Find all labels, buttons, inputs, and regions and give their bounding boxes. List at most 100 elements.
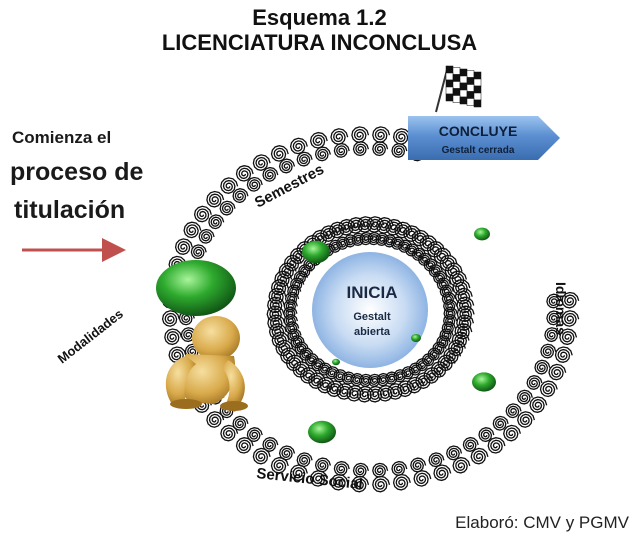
swirl-mark: [449, 270, 468, 288]
flag-cell: [466, 70, 475, 78]
green-gem-icon: [308, 420, 336, 444]
swirl-mark: [356, 216, 375, 233]
flag-cell: [452, 95, 461, 103]
swirl-mark: [411, 229, 430, 247]
swirl-mark: [534, 359, 551, 375]
swirl-mark: [372, 475, 391, 493]
swirl-mark: [293, 270, 308, 284]
swirl-mark: [433, 247, 452, 265]
swirl-mark: [246, 427, 263, 443]
flag-cell: [445, 65, 454, 74]
swirl-mark: [290, 335, 305, 349]
end-label: CONCLUYE: [439, 123, 518, 139]
swirl-mark: [428, 452, 445, 468]
swirl-mark: [274, 270, 293, 288]
swirl-mark: [548, 363, 567, 381]
swirl-mark: [546, 310, 563, 326]
swirl-mark: [505, 403, 522, 419]
swirl-mark: [419, 234, 438, 252]
swirl-mark: [492, 415, 509, 431]
flag-cell: [452, 67, 461, 75]
swirl-mark: [285, 321, 300, 335]
swirl-mark: [546, 293, 563, 309]
crouching-figure-icon: [156, 260, 248, 411]
swirl-mark: [444, 262, 463, 280]
swirl-mark: [219, 403, 236, 419]
swirl-mark: [454, 323, 473, 340]
swirl-mark: [375, 217, 394, 234]
green-gem-icon: [411, 334, 421, 342]
swirl-mark: [193, 205, 212, 223]
green-gem-icon: [302, 240, 330, 264]
green-gem-icon: [472, 372, 496, 392]
swirl-mark: [235, 437, 254, 454]
swirl-mark: [161, 310, 180, 327]
swirl-mark: [517, 411, 536, 428]
flag-cell: [473, 71, 482, 80]
swirl-mark: [262, 166, 279, 182]
swirl-mark: [478, 427, 495, 443]
swirl-mark: [314, 146, 332, 162]
swirl-mark: [283, 306, 298, 320]
swirl-mark: [174, 238, 193, 255]
flag-cell: [473, 92, 482, 101]
swirl-mark: [280, 347, 299, 364]
swirl-mark: [184, 343, 201, 359]
swirl-mark: [454, 287, 473, 305]
swirl-mark: [283, 299, 298, 313]
flag-cell: [445, 93, 454, 102]
swirl-mark: [372, 126, 391, 143]
swirl-mark: [252, 447, 271, 465]
swirl-mark: [309, 470, 328, 487]
swirl-mark: [375, 232, 390, 246]
swirl-mark: [436, 277, 451, 291]
swirl-mark: [283, 313, 299, 328]
flag-cell: [452, 81, 461, 89]
swirl-mark: [168, 346, 187, 363]
swirl-mark: [426, 240, 445, 258]
swirl-mark: [441, 321, 456, 335]
swirl-mark: [220, 177, 239, 194]
swirl-mark: [180, 327, 197, 343]
swirl-mark: [394, 221, 413, 239]
swirl-mark: [206, 190, 225, 208]
swirl-mark: [268, 323, 287, 340]
swirl-mark: [330, 128, 349, 145]
swirl-mark: [428, 264, 443, 278]
swirl-mark: [540, 343, 557, 359]
swirl-mark: [392, 473, 411, 491]
flag-cell: [473, 99, 482, 108]
swirl-mark: [198, 228, 215, 244]
swirl-mark: [391, 142, 408, 158]
swirl-mark: [333, 460, 350, 476]
swirl-mark: [446, 445, 463, 461]
swirl-mark: [275, 339, 294, 357]
swirl-mark: [164, 328, 183, 346]
swirl-mark: [383, 234, 398, 248]
swirl-mark: [405, 243, 420, 257]
center-circle: [312, 252, 428, 368]
swirl-mark: [398, 239, 413, 253]
swirl-mark: [372, 141, 389, 157]
flag-cell: [452, 88, 461, 96]
flag-cell: [473, 78, 482, 87]
swirl-mark: [232, 188, 249, 204]
swirl-mark: [351, 126, 370, 143]
swirl-mark: [328, 239, 343, 253]
swirl-mark: [330, 473, 349, 491]
swirl-mark: [347, 217, 366, 234]
swirl-mark: [289, 247, 308, 265]
swirl-mark: [433, 270, 448, 284]
swirl-mark: [262, 436, 279, 452]
flag-cell: [452, 74, 461, 82]
swirl-mark: [206, 411, 225, 428]
swirl-mark: [443, 313, 458, 328]
flag-cell: [473, 85, 482, 94]
stage-label-idiomas: Idiomas: [553, 282, 569, 335]
flag-cell: [466, 91, 475, 99]
swirl-mark: [529, 396, 548, 413]
swirl-mark: [456, 296, 475, 314]
swirl-mark: [270, 279, 289, 296]
swirl-mark: [267, 296, 285, 314]
checkered-flag-icon: [435, 65, 482, 113]
